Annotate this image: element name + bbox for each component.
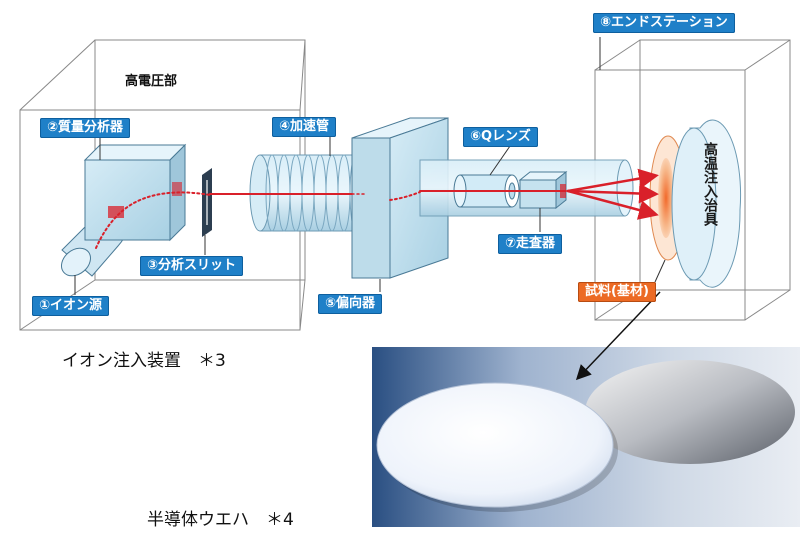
implanter-caption: イオン注入装置 ＊3 <box>62 351 226 371</box>
q-lens-tag: ⑥Qレンズ <box>463 127 538 147</box>
analyzer-slit-tag: ③分析スリット <box>140 256 244 276</box>
end-station-tag: ⑧エンドステーション <box>593 13 735 33</box>
ion-beam <box>95 168 659 249</box>
leader-lines <box>74 37 666 295</box>
ion-source-tag: ①イオン源 <box>32 296 110 316</box>
mass-analyzer-shape <box>83 143 187 242</box>
heating-jig-label: 高温注入治具 <box>702 142 718 226</box>
mass-analyzer-tag: ②質量分析器 <box>40 118 131 138</box>
wafer-caption: 半導体ウエハ ＊4 <box>147 510 294 530</box>
high-voltage-label: 高電圧部 <box>125 74 178 89</box>
accelerator-tag: ④加速管 <box>272 117 337 137</box>
sample-tag: 試料(基材) <box>578 282 656 302</box>
end-station-enclosure <box>594 39 791 321</box>
scanner-tag: ⑦走査器 <box>498 234 563 254</box>
analyzer-slit-shape <box>202 168 212 237</box>
sample-to-wafer-arrow <box>575 291 661 381</box>
heating-jig-shape <box>671 119 742 288</box>
deflector-shape <box>351 117 449 279</box>
deflector-tag: ⑤偏向器 <box>318 294 383 314</box>
wafer-photo <box>372 347 800 527</box>
